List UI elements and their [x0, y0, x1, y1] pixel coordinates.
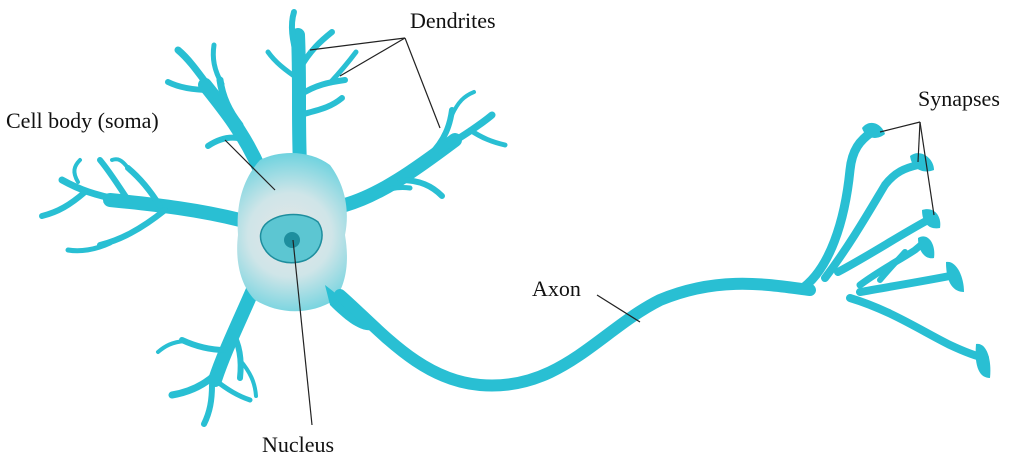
- labels: Dendrites Cell body (soma) Nucleus Axon …: [6, 8, 1000, 457]
- synapse-terminal: [910, 153, 934, 172]
- synapse-terminal: [922, 209, 941, 229]
- leader-dendrites-2: [339, 37, 406, 77]
- leader-cell-body: [224, 139, 276, 191]
- synapse-terminal: [975, 343, 991, 378]
- nucleolus: [284, 232, 300, 248]
- synapse-terminal: [918, 236, 935, 259]
- dendrite-branches: [39, 9, 508, 427]
- synapse-terminal: [862, 122, 885, 138]
- leader-dendrites-1: [309, 37, 406, 51]
- axon-terminals: [795, 127, 989, 362]
- synapse-terminal: [946, 261, 964, 292]
- leader-nucleus: [292, 239, 313, 426]
- synapse-terminals: [862, 122, 991, 378]
- label-axon: Axon: [532, 276, 581, 301]
- label-cell-body: Cell body (soma): [6, 108, 159, 133]
- label-synapses: Synapses: [918, 86, 1000, 111]
- leader-dendrites-3: [404, 37, 441, 129]
- label-dendrites: Dendrites: [410, 8, 496, 33]
- leader-lines: [224, 37, 935, 426]
- leader-synapses-2: [917, 121, 921, 163]
- leader-synapses-1: [879, 121, 921, 133]
- leader-synapses-3: [919, 121, 935, 216]
- leader-axon: [596, 294, 641, 323]
- neuron: [39, 9, 991, 427]
- axon-shape: [334, 277, 816, 392]
- label-nucleus: Nucleus: [262, 432, 334, 457]
